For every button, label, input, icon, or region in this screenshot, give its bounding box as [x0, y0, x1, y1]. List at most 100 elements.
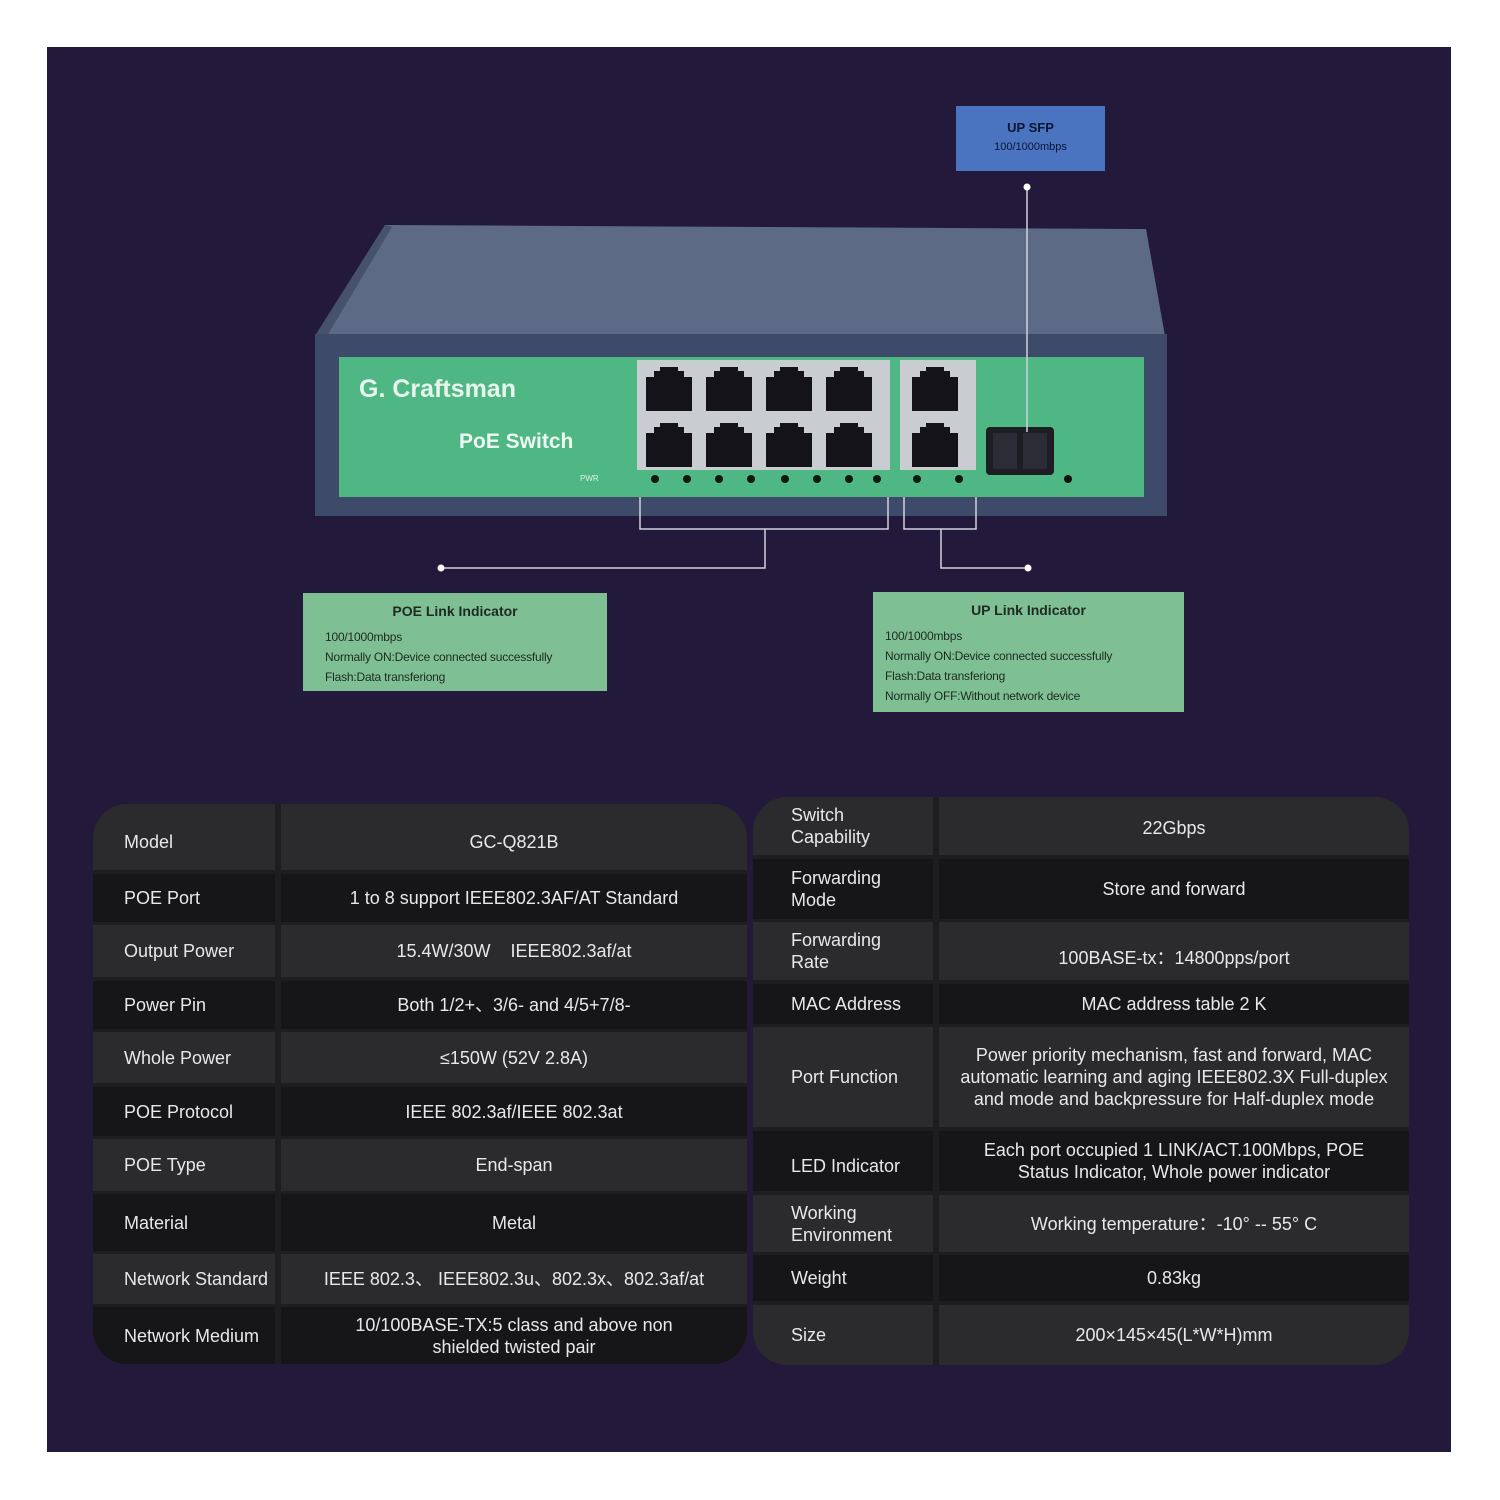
- spec-label: POE Port: [93, 874, 275, 922]
- spec-value: 1 to 8 support IEEE802.3AF/AT Standard: [281, 874, 747, 922]
- spec-row: Network Standard IEEE 802.3、 IEEE802.3u、…: [93, 1254, 747, 1304]
- spec-table-right: Switch Capability 22Gbps Forwarding Mode…: [753, 797, 1409, 1365]
- spec-label: Switch Capability: [753, 797, 933, 855]
- spec-value: 100BASE-tx：14800pps/port: [939, 922, 1409, 980]
- spec-value: End-span: [281, 1139, 747, 1191]
- rj45-uplink-port: [912, 367, 958, 411]
- poe-link-line: 100/1000mbps: [325, 630, 402, 644]
- spec-label: Working Environment: [753, 1195, 933, 1252]
- spec-value: Both 1/2+、3/6- and 4/5+7/8-: [281, 981, 747, 1029]
- port-led: [955, 475, 963, 483]
- spec-label: Port Function: [753, 1027, 933, 1127]
- port-led: [913, 475, 921, 483]
- spec-row: Port Function Power priority mechanism, …: [753, 1027, 1409, 1127]
- spec-value: 200×145×45(L*W*H)mm: [939, 1305, 1409, 1365]
- spec-value: Power priority mechanism, fast and forwa…: [939, 1027, 1409, 1127]
- up-bracket: [903, 497, 977, 530]
- poe-link-line: Normally ON:Device connected successfull…: [325, 650, 553, 664]
- poe-bracket: [639, 497, 889, 530]
- up-link-line: Normally OFF:Without network device: [885, 689, 1081, 703]
- spec-label: Power Pin: [93, 981, 275, 1029]
- sfp-callout-speed: 100/1000mbps: [994, 141, 1067, 153]
- spec-row: Material Metal: [93, 1194, 747, 1251]
- spec-value: 0.83kg: [939, 1255, 1409, 1301]
- spec-row: Size 200×145×45(L*W*H)mm: [753, 1305, 1409, 1365]
- rj45-poe-port: [826, 367, 872, 411]
- spec-label: MAC Address: [753, 984, 933, 1024]
- switch-top-cover: [315, 225, 1165, 336]
- spec-row: Network Medium 10/100BASE-TX:5 class and…: [93, 1307, 747, 1364]
- spec-row: POE Type End-span: [93, 1139, 747, 1191]
- spec-table-left: Model GC-Q821B POE Port 1 to 8 support I…: [93, 804, 747, 1364]
- port-led: [747, 475, 755, 483]
- spec-label: Forwarding Rate: [753, 922, 933, 980]
- spec-row: Weight 0.83kg: [753, 1255, 1409, 1301]
- sfp-callout: UP SFP 100/1000mbps: [956, 106, 1105, 171]
- spec-label: Network Medium: [93, 1307, 275, 1364]
- poe-ports: [646, 367, 872, 467]
- spec-value: Store and forward: [939, 859, 1409, 919]
- rj45-uplink-port: [912, 423, 958, 467]
- port-led: [845, 475, 853, 483]
- spec-row: Forwarding Rate 100BASE-tx：14800pps/port: [753, 922, 1409, 980]
- port-led: [873, 475, 881, 483]
- rj45-poe-port: [766, 367, 812, 411]
- spec-value: 15.4W/30W IEEE802.3af/at: [281, 925, 747, 977]
- spec-row: Whole Power ≤150W (52V 2.8A): [93, 1032, 747, 1083]
- rj45-poe-port: [826, 423, 872, 467]
- spec-row: Output Power 15.4W/30W IEEE802.3af/at: [93, 925, 747, 977]
- spec-label: Output Power: [93, 925, 275, 977]
- poe-link-callout-title: POE Link Indicator: [392, 603, 518, 619]
- spec-value: GC-Q821B: [281, 804, 747, 870]
- spec-row: Forwarding Mode Store and forward: [753, 859, 1409, 919]
- spec-value: IEEE 802.3、 IEEE802.3u、802.3x、802.3af/at: [281, 1254, 747, 1304]
- spec-label: Network Standard: [93, 1254, 275, 1304]
- rj45-poe-port: [646, 367, 692, 411]
- sfp-callout-title: UP SFP: [1007, 120, 1054, 135]
- up-link-line: 100/1000mbps: [885, 629, 962, 643]
- port-led: [813, 475, 821, 483]
- up-leader-line: [940, 529, 1028, 569]
- port-led: [683, 475, 691, 483]
- poe-link-callout: POE Link Indicator 100/1000mbps Normally…: [303, 593, 607, 691]
- uplink-ports: [912, 367, 958, 467]
- poe-leader-line: [441, 529, 766, 569]
- spec-row: Power Pin Both 1/2+、3/6- and 4/5+7/8-: [93, 981, 747, 1029]
- spec-row: POE Protocol IEEE 802.3af/IEEE 802.3at: [93, 1087, 747, 1136]
- spec-value: IEEE 802.3af/IEEE 802.3at: [281, 1087, 747, 1136]
- up-link-line: Flash:Data transferiong: [885, 669, 1006, 683]
- rj45-poe-port: [706, 367, 752, 411]
- brand-logo: G. Craftsman: [359, 375, 516, 403]
- spec-row: MAC Address MAC address table 2 K: [753, 984, 1409, 1024]
- spec-label: Material: [93, 1194, 275, 1251]
- svg-text:PWR: PWR: [580, 474, 599, 483]
- spec-row: POE Port 1 to 8 support IEEE802.3AF/AT S…: [93, 874, 747, 922]
- spec-value: Each port occupied 1 LINK/ACT.100Mbps, P…: [939, 1131, 1409, 1191]
- poe-link-line: Flash:Data transferiong: [325, 670, 446, 684]
- spec-label: Whole Power: [93, 1032, 275, 1083]
- spec-label: Size: [753, 1305, 933, 1365]
- spec-row: Working Environment Working temperature：…: [753, 1195, 1409, 1252]
- spec-label: POE Protocol: [93, 1087, 275, 1136]
- up-link-callout-title: UP Link Indicator: [971, 602, 1086, 618]
- spec-row: LED Indicator Each port occupied 1 LINK/…: [753, 1131, 1409, 1191]
- port-led: [781, 475, 789, 483]
- spec-value: 22Gbps: [939, 797, 1409, 855]
- port-led: [715, 475, 723, 483]
- spec-label: Weight: [753, 1255, 933, 1301]
- rj45-poe-port: [766, 423, 812, 467]
- up-link-line: Normally ON:Device connected successfull…: [885, 649, 1113, 663]
- spec-label: Model: [93, 804, 275, 870]
- spec-value: Working temperature：-10° -- 55° C: [939, 1195, 1409, 1252]
- spec-row: Model GC-Q821B: [93, 804, 747, 870]
- product-infographic: G. Craftsman PoE Switch PWR UP SFP 100/1…: [47, 47, 1451, 1452]
- spec-label: Forwarding Mode: [753, 859, 933, 919]
- poe-switch-illustration: G. Craftsman PoE Switch PWR: [315, 183, 1167, 572]
- rj45-poe-port: [706, 423, 752, 467]
- spec-label: LED Indicator: [753, 1131, 933, 1191]
- spec-value: MAC address table 2 K: [939, 984, 1409, 1024]
- port-led: [651, 475, 659, 483]
- spec-row: Switch Capability 22Gbps: [753, 797, 1409, 855]
- spec-value: Metal: [281, 1194, 747, 1251]
- product-label: PoE Switch: [459, 430, 573, 453]
